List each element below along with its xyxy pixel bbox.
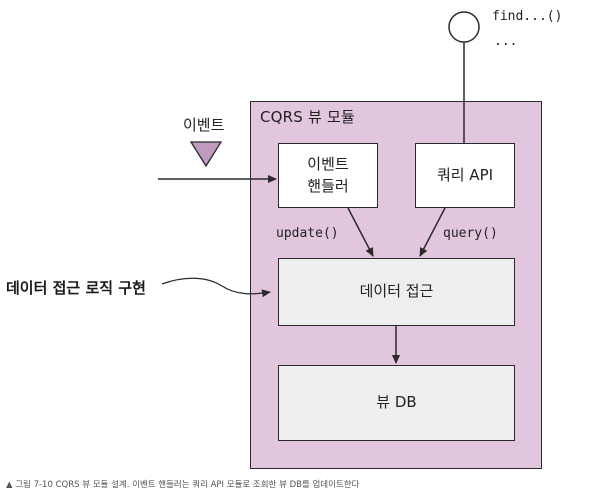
impl-pointer-arrow bbox=[161, 277, 271, 298]
view-db-box: 뷰 DB bbox=[278, 365, 515, 441]
find-method-label: find...() bbox=[492, 9, 563, 24]
view-db-label: 뷰 DB bbox=[376, 393, 417, 412]
api-endpoint-icon bbox=[448, 11, 480, 43]
update-call-label: update() bbox=[276, 226, 339, 241]
more-methods-label: ... bbox=[494, 34, 518, 49]
figure-caption: ▲ 그림 7-10 CQRS 뷰 모듈 설계. 이벤트 핸들러는 쿼리 API … bbox=[6, 480, 360, 490]
query-api-box: 쿼리 API bbox=[415, 143, 515, 208]
event-label: 이벤트 bbox=[183, 116, 225, 134]
data-access-box: 데이터 접근 bbox=[278, 258, 515, 326]
module-title: CQRS 뷰 모듈 bbox=[260, 108, 355, 126]
event-marker-icon bbox=[189, 141, 223, 168]
data-access-label: 데이터 접근 bbox=[359, 282, 434, 301]
query-api-label: 쿼리 API bbox=[436, 165, 494, 184]
query-call-label: query() bbox=[443, 226, 498, 241]
data-access-impl-label: 데이터 접근 로직 구현 bbox=[6, 279, 146, 297]
query-arrow bbox=[419, 207, 446, 257]
update-arrow bbox=[347, 207, 374, 257]
event-handler-label: 이벤트 핸들러 bbox=[307, 154, 349, 195]
event-handler-box: 이벤트 핸들러 bbox=[278, 143, 378, 208]
